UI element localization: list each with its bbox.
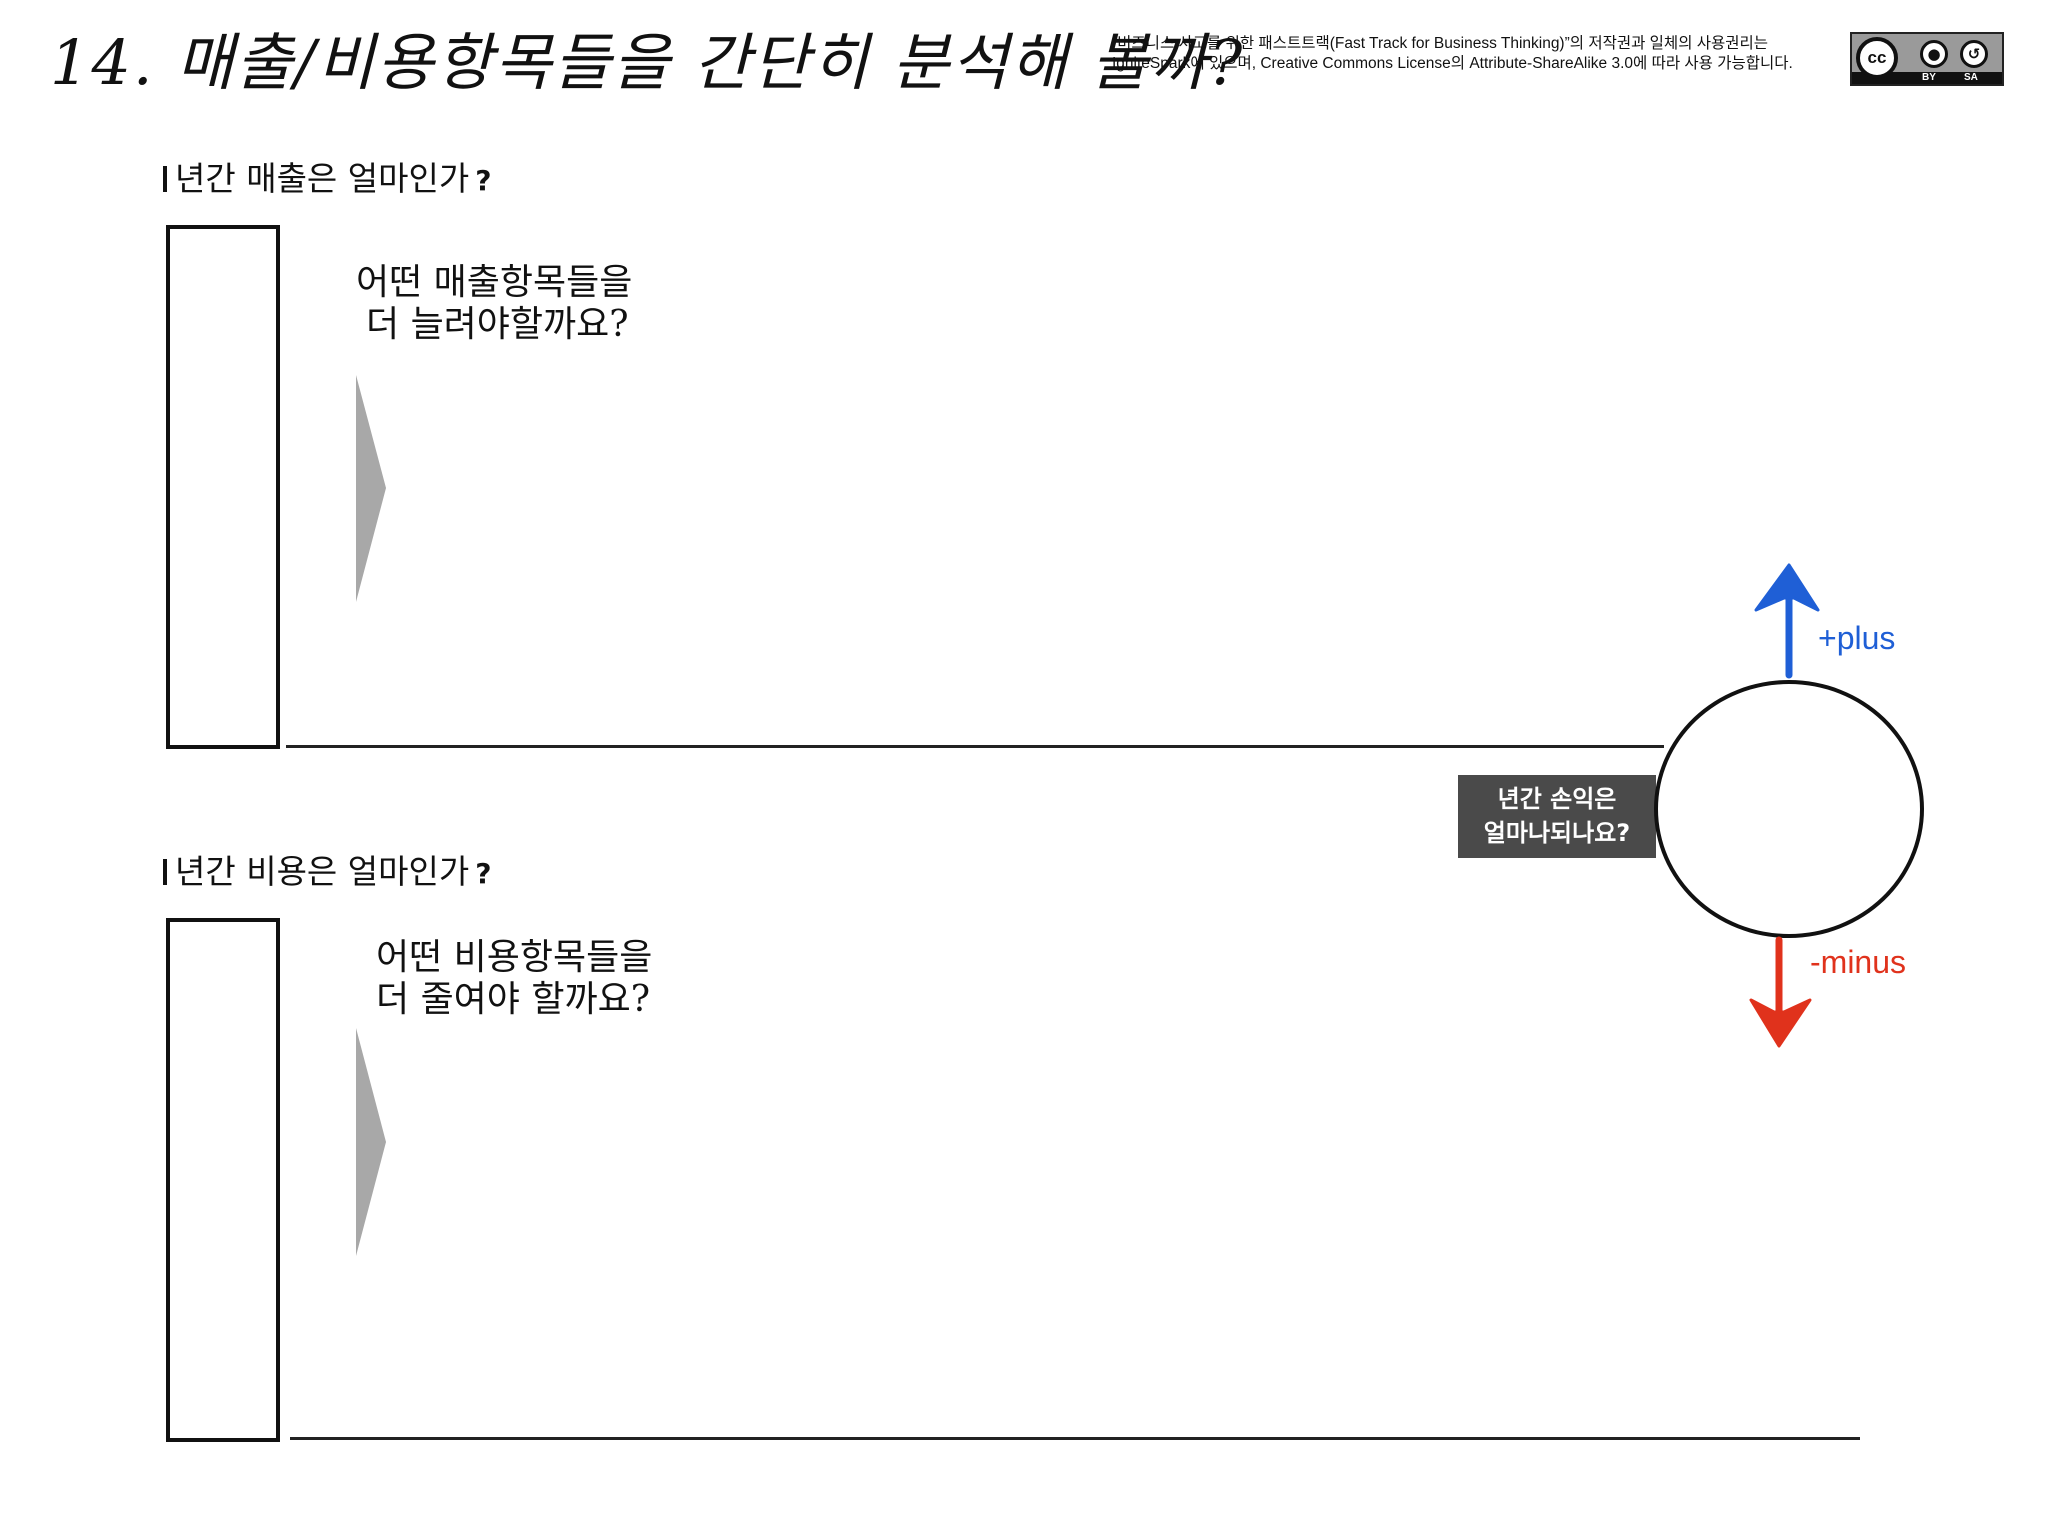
revenue-prompt: 어떤 매출항목들을 더 늘려야할까요?	[356, 262, 632, 346]
revenue-total-box[interactable]	[166, 225, 280, 749]
chevron-right-icon	[356, 1028, 386, 1256]
arrow-down-icon	[1749, 936, 1812, 1048]
minus-label: -minus	[1810, 944, 1907, 980]
cost-heading-text: 년간 비용은 얼마인가	[175, 852, 470, 891]
revenue-baseline	[286, 745, 1664, 748]
cc-sa-label: SA	[1964, 72, 1978, 83]
revenue-heading: 년간 매출은 얼마인가?	[163, 152, 491, 200]
cc-by-label: BY	[1922, 72, 1936, 83]
cost-baseline	[290, 1437, 1860, 1440]
arrow-up-icon	[1754, 563, 1820, 679]
heading-bar-icon	[163, 859, 167, 885]
cost-prompt-line-2: 더 줄여야 할까요?	[376, 979, 651, 1020]
license-notice: “비즈니스 사고를 위한 패스트트랙(Fast Track for Busine…	[1112, 34, 1837, 74]
chevron-right-icon	[356, 375, 386, 602]
sa-sharealike-icon: ↺	[1960, 40, 1988, 68]
by-attribution-icon: ●	[1920, 40, 1948, 68]
license-line-2: IgniteSpark에 있으며, Creative Commons Licen…	[1112, 55, 1793, 72]
revenue-prompt-line-2: 더 늘려야할까요?	[366, 304, 629, 345]
heading-bar-icon	[163, 166, 167, 192]
cost-heading-qmark: ?	[475, 857, 492, 890]
creative-commons-icon[interactable]: cc ● ↺ BY SA	[1850, 32, 2004, 86]
cc-logo-icon: cc	[1856, 37, 1898, 79]
revenue-heading-text: 년간 매출은 얼마인가	[175, 159, 470, 198]
profit-loss-label: 년간 손익은 얼마나되나요?	[1458, 775, 1656, 858]
profit-loss-label-line-2: 얼마나되나요?	[1483, 819, 1631, 847]
cost-prompt-line-1: 어떤 비용항목들을	[376, 937, 653, 978]
profit-loss-circle[interactable]	[1654, 680, 1924, 938]
page-title: 14. 매출/비용항목들을 간단히 분석해 볼까?	[50, 26, 1245, 99]
plus-label: +plus	[1818, 620, 1896, 656]
cost-heading: 년간 비용은 얼마인가?	[163, 845, 491, 893]
revenue-prompt-line-1: 어떤 매출항목들을	[356, 262, 633, 303]
cost-total-box[interactable]	[166, 918, 280, 1442]
revenue-heading-qmark: ?	[475, 164, 492, 197]
license-line-1: “비즈니스 사고를 위한 패스트트랙(Fast Track for Busine…	[1112, 35, 1769, 52]
cost-prompt: 어떤 비용항목들을 더 줄여야 할까요?	[376, 937, 652, 1021]
profit-loss-label-line-1: 년간 손익은	[1497, 785, 1617, 813]
